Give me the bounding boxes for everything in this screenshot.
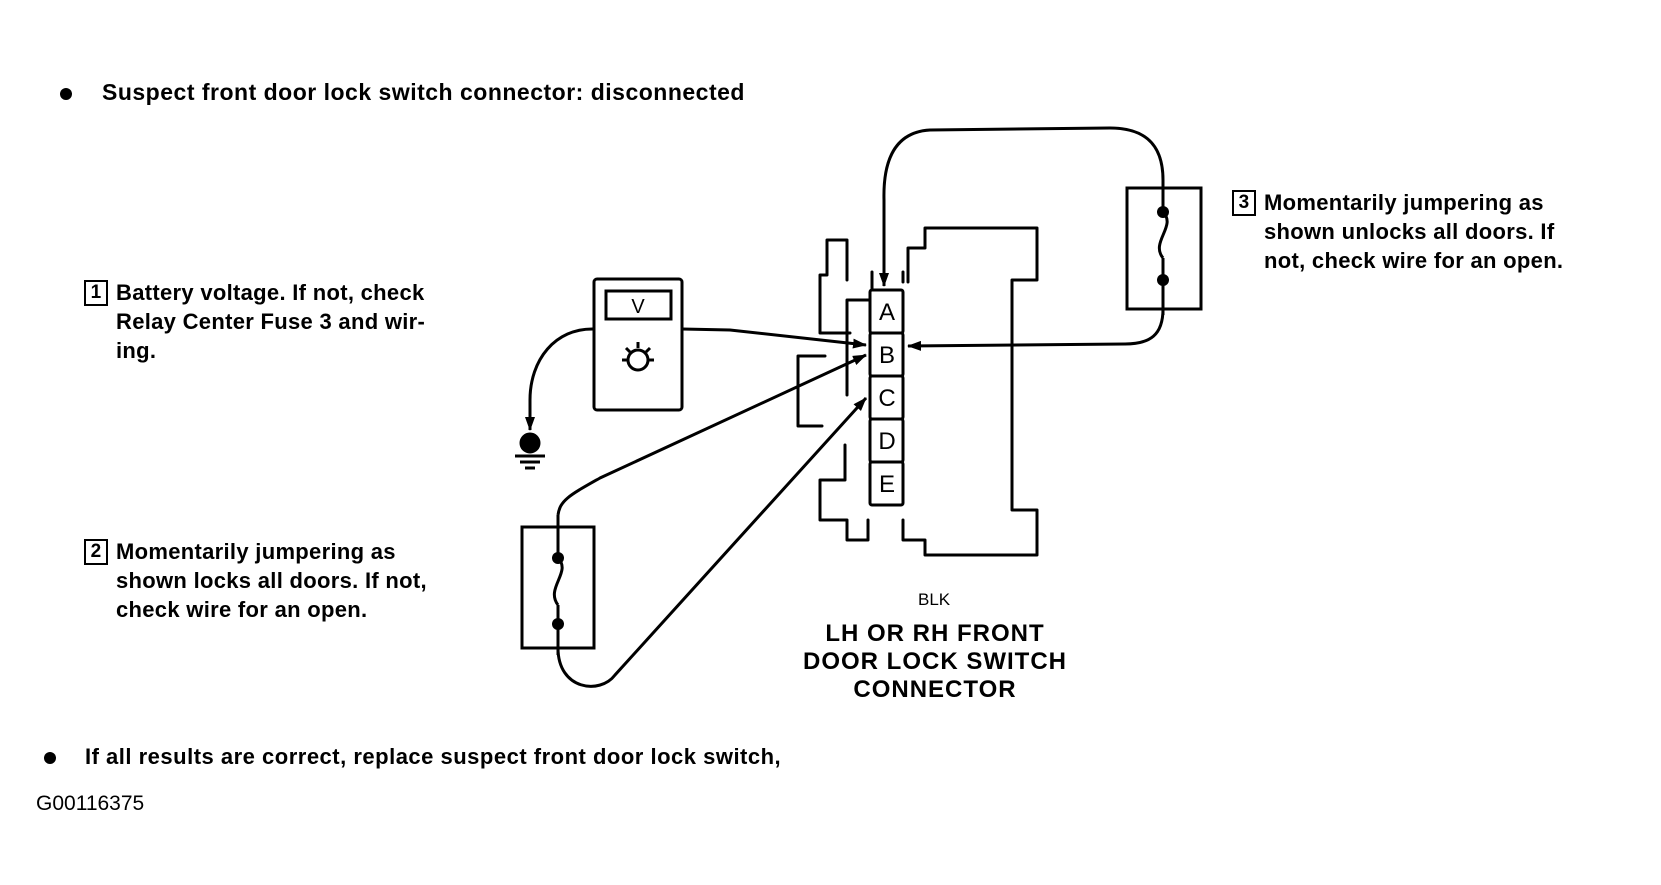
jumper-3-icon [1125, 180, 1203, 315]
terminal-e-label: E [879, 471, 895, 498]
connector-caption: LH OR RH FRONT DOOR LOCK SWITCH CONNECTO… [803, 620, 1067, 703]
header-instruction: Suspect front door lock switch connector… [102, 79, 745, 105]
terminal-e [868, 460, 905, 507]
terminal-d-label: D [878, 428, 895, 455]
note-1-text: Battery voltage. If not, check Relay Cen… [116, 280, 426, 363]
connector-housing-right [901, 226, 1039, 557]
meter-probe-lead [681, 327, 867, 349]
jumper-2-lead-to-c [556, 396, 868, 688]
jumper-2-lead-to-b [556, 353, 867, 516]
jumper-3-lead-to-b [907, 308, 1165, 351]
terminal-c-label: C [878, 385, 895, 412]
connector-housing-tab-mid [796, 354, 827, 428]
note-3: 3 Momentarily jumpering as shown unlocks … [1232, 188, 1563, 275]
note-3-number: 3 [1232, 190, 1256, 216]
footer-bullet [44, 752, 56, 764]
voltmeter-icon [592, 277, 684, 412]
note-2-number: 2 [84, 539, 108, 565]
connector-color-label: BLK [918, 590, 951, 609]
meter-display-label: V [631, 296, 645, 318]
connector-housing-left [845, 270, 874, 397]
note-2-text: Momentarily jumpering as shown locks all… [116, 539, 427, 622]
connector-housing-tab-top [818, 238, 852, 335]
jumper-3-lead-to-a [879, 126, 1165, 287]
note-1: 1 Battery voltage. If not, check Relay Ce… [84, 278, 425, 365]
note-2: 2 Momentarily jumpering as shown locks al… [84, 537, 427, 624]
terminal-column [868, 288, 905, 507]
footer-instruction: If all results are correct, replace susp… [85, 744, 782, 769]
terminal-a-label: A [879, 299, 895, 326]
terminal-b-label: B [879, 342, 895, 369]
note-1-number: 1 [84, 280, 108, 306]
meter-ground-lead [525, 327, 595, 431]
figure-id: G00116375 [36, 792, 145, 815]
note-3-text: Momentarily jumpering as shown unlocks a… [1264, 190, 1564, 273]
jumper-2-icon [520, 515, 596, 655]
ground-icon [515, 432, 545, 470]
header-bullet [60, 88, 72, 100]
connector-housing-tab-bottom [818, 443, 870, 542]
